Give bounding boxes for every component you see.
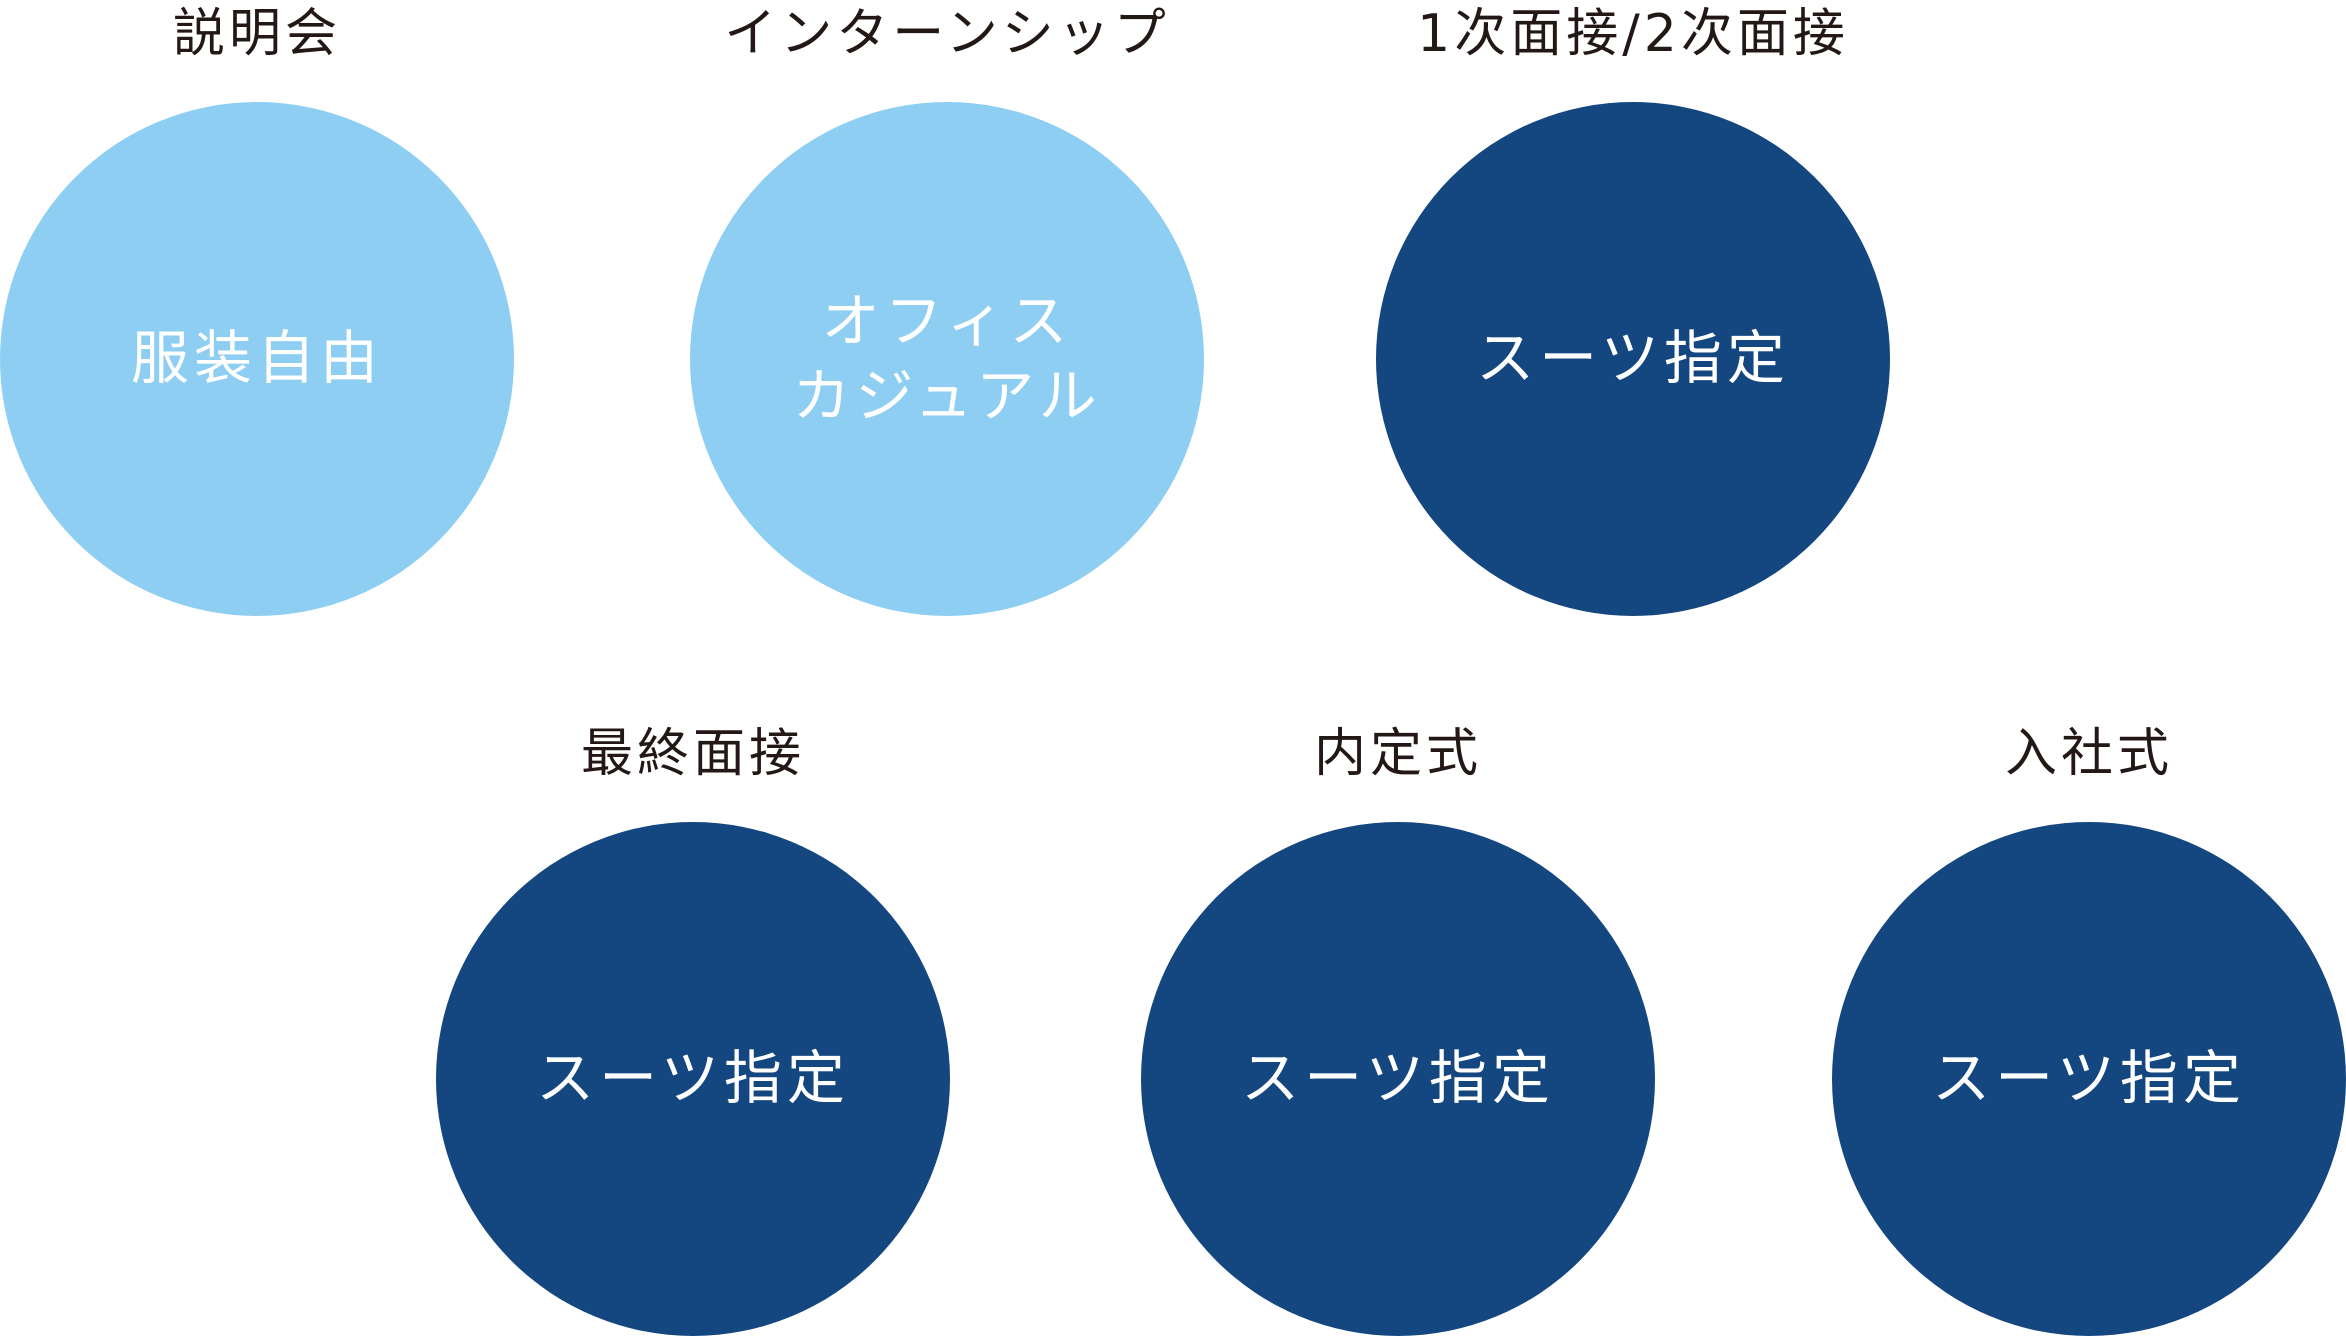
dress-code-circle: スーツ指定 (1376, 102, 1890, 616)
dress-code-text: 服装自由 (130, 324, 383, 393)
dress-code-circle: オフィス カジュアル (690, 102, 1204, 616)
dress-code-text: オフィス (821, 286, 1073, 355)
dress-code-circle: 服装自由 (0, 102, 514, 616)
stage-label: 1次面接/2次面接 (1417, 4, 1849, 64)
stage-offer-ceremony: 内定式 スーツ指定 (1141, 720, 1655, 1337)
dress-code-circle: スーツ指定 (1832, 822, 2346, 1336)
stage-label: 入社式 (2004, 724, 2174, 784)
stage-first-second-interview: 1次面接/2次面接 スーツ指定 (1376, 0, 1890, 617)
dress-code-text: スーツ指定 (1241, 1044, 1555, 1113)
stage-final-interview: 最終面接 スーツ指定 (436, 720, 950, 1337)
stage-label: 最終面接 (580, 724, 806, 784)
dress-code-circle: スーツ指定 (436, 822, 950, 1336)
stage-entrance-ceremony: 入社式 スーツ指定 (1832, 720, 2346, 1337)
stage-briefing: 説明会 服装自由 (0, 0, 514, 617)
stage-label: 内定式 (1313, 724, 1483, 784)
dress-code-circle: スーツ指定 (1141, 822, 1655, 1336)
dress-code-text: スーツ指定 (1476, 324, 1790, 393)
dress-code-text: スーツ指定 (1932, 1044, 2246, 1113)
stage-label: インターンシップ (724, 4, 1170, 64)
dress-code-text: カジュアル (792, 362, 1102, 430)
stage-label: 説明会 (172, 4, 342, 64)
dress-code-text: スーツ指定 (536, 1044, 850, 1113)
stage-internship: インターンシップ オフィス カジュアル (690, 0, 1204, 617)
